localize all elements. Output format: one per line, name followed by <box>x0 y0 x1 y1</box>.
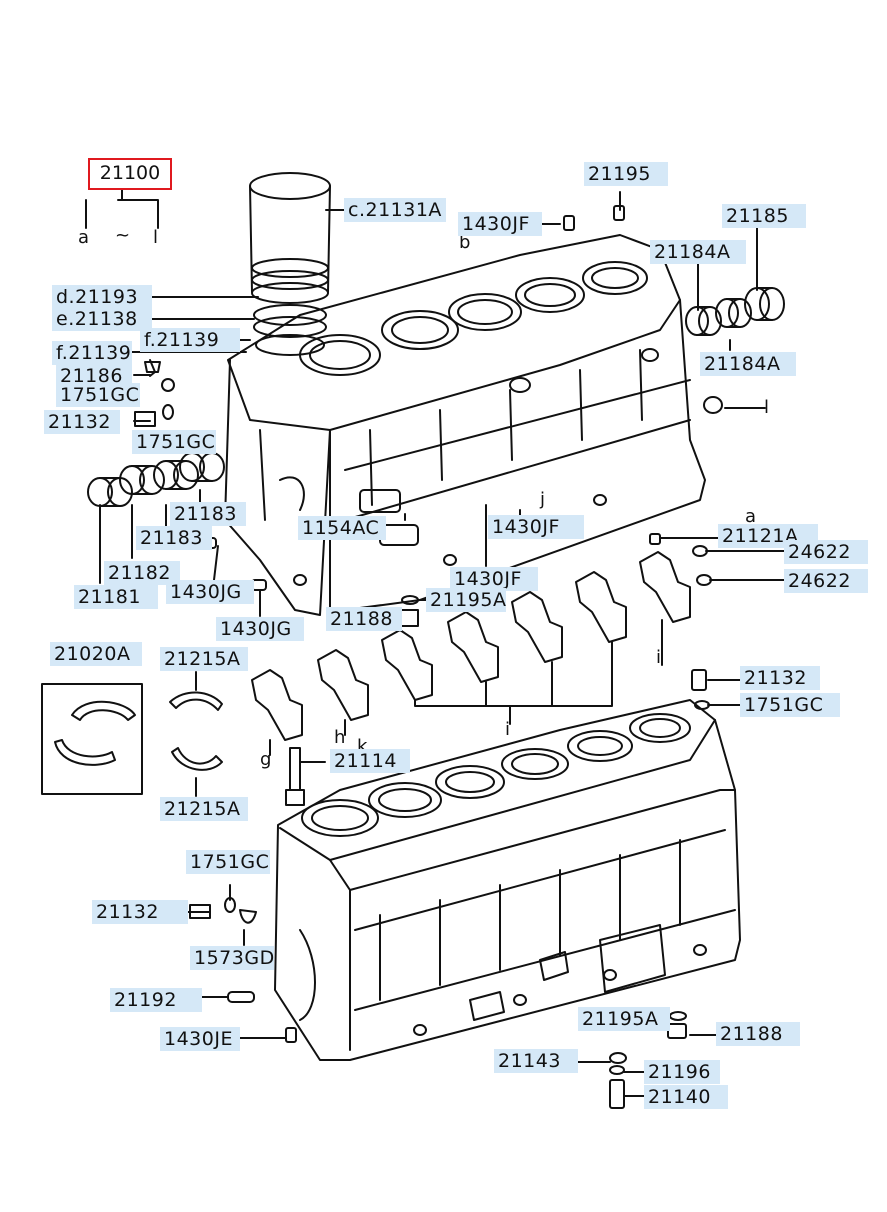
tag-i-right: i <box>656 647 662 668</box>
part-label-24622-upper[interactable]: 24622 <box>784 540 868 564</box>
part-label-1430jg-lower[interactable]: 1430JG <box>216 617 304 641</box>
tag-k: k <box>357 736 368 757</box>
part-label-21184a-upper[interactable]: 21184A <box>650 240 746 264</box>
part-label-21131a[interactable]: c.21131A <box>344 198 446 222</box>
bolt-21114 <box>285 747 326 806</box>
part-label-1154ac[interactable]: 1154AC <box>298 516 386 540</box>
tag-b: b <box>459 232 471 253</box>
upper-cylinder-block <box>224 234 706 616</box>
range-end-letter: l <box>153 227 159 248</box>
part-label-21185[interactable]: 21185 <box>722 204 806 228</box>
part-label-1751gc-mid[interactable]: 1751GC <box>132 430 216 454</box>
part-label-1430jf-low[interactable]: 1430JF <box>450 567 538 591</box>
part-label-21143[interactable]: 21143 <box>494 1049 578 1073</box>
part-label-21183-left[interactable]: 21183 <box>136 526 212 550</box>
part-label-21139-lower[interactable]: f.21139 <box>52 341 132 365</box>
cylinder-liner <box>249 172 331 356</box>
part-label-21188-upper[interactable]: 21188 <box>326 607 402 631</box>
part-label-21195a-lower[interactable]: 21195A <box>578 1007 670 1031</box>
tag-g: g <box>260 749 272 770</box>
part-label-21139-upper[interactable]: f.21139 <box>140 328 240 352</box>
main-bearing-caps <box>251 551 691 756</box>
part-label-24622-lower[interactable]: 24622 <box>784 569 868 593</box>
main-part-number-box[interactable]: 21100 <box>88 158 172 190</box>
part-label-21140[interactable]: 21140 <box>644 1085 728 1109</box>
part-label-1573gd[interactable]: 1573GD <box>190 946 274 970</box>
part-label-1430jf-mid[interactable]: 1430JF <box>488 515 584 539</box>
bushings <box>685 287 785 336</box>
part-label-1751gc-lower[interactable]: 1751GC <box>186 850 270 874</box>
part-label-1430jg-upper[interactable]: 1430JG <box>166 580 254 604</box>
main-bearing-set <box>41 683 143 795</box>
part-label-21195a-upper[interactable]: 21195A <box>426 588 506 612</box>
part-label-21215a-lower[interactable]: 21215A <box>160 797 248 821</box>
tag-h: h <box>334 727 346 748</box>
tag-l: l <box>764 397 770 418</box>
part-label-21193[interactable]: d.21193 <box>52 285 152 309</box>
part-label-21195-top[interactable]: 21195 <box>584 162 668 186</box>
part-label-21188-lower[interactable]: 21188 <box>716 1022 800 1046</box>
part-label-1430je[interactable]: 1430JE <box>160 1027 240 1051</box>
tag-i-center: i <box>505 719 511 740</box>
small-parts-upper <box>134 205 723 627</box>
lower-cylinder-block <box>274 699 741 1061</box>
part-label-1751gc-upper[interactable]: 1751GC <box>56 383 140 407</box>
cam-bearings <box>87 452 225 507</box>
part-label-21138[interactable]: e.21138 <box>52 307 152 331</box>
range-start-letter: a <box>78 227 90 248</box>
thrust-washers <box>169 671 223 797</box>
upper-leader-lines <box>85 185 789 618</box>
tag-a-right: a <box>745 506 757 527</box>
part-label-21196[interactable]: 21196 <box>644 1060 720 1084</box>
part-label-21192[interactable]: 21192 <box>110 988 202 1012</box>
part-label-21184a-lower[interactable]: 21184A <box>700 352 796 376</box>
part-label-21183-right[interactable]: 21183 <box>170 502 246 526</box>
part-label-21132-lower[interactable]: 21132 <box>92 900 188 924</box>
part-label-21132-right[interactable]: 21132 <box>740 666 820 690</box>
part-label-21114[interactable]: 21114 <box>330 749 410 773</box>
part-label-21181[interactable]: 21181 <box>74 585 158 609</box>
range-tilde: ~ <box>115 225 131 246</box>
part-label-1430jf-top[interactable]: 1430JF <box>458 212 542 236</box>
part-label-21132-upper[interactable]: 21132 <box>44 410 120 434</box>
part-label-21215a-upper[interactable]: 21215A <box>160 647 248 671</box>
part-label-21020a[interactable]: 21020A <box>50 642 142 666</box>
tag-j: j <box>540 489 546 510</box>
small-parts-lower <box>185 669 741 1109</box>
part-label-1751gc-right[interactable]: 1751GC <box>740 693 840 717</box>
